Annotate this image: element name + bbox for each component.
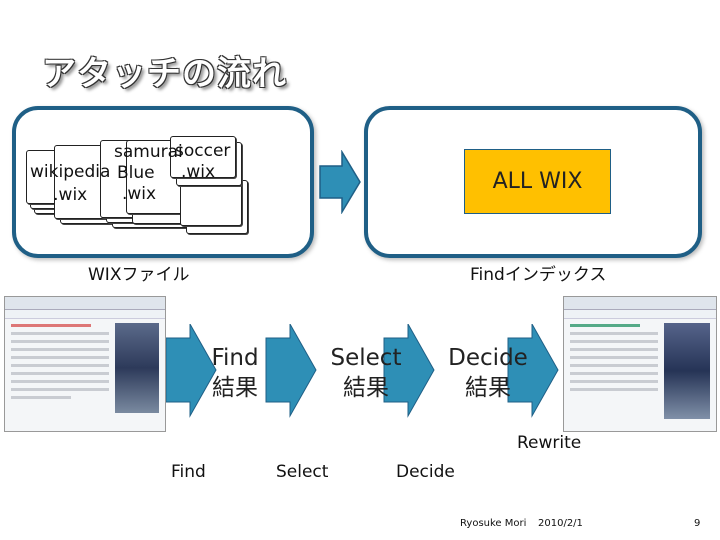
- caption-rewrite: Rewrite: [517, 433, 582, 453]
- stage-find: Find 結果: [200, 344, 270, 404]
- stage-chevron-1: [166, 324, 217, 418]
- stage-select-line2: 結果: [343, 374, 389, 401]
- caption-select: Select: [276, 462, 329, 482]
- stage-chevron-2: [265, 324, 317, 418]
- stage-decide: Decide 結果: [444, 344, 532, 404]
- footer-page-number: 9: [694, 518, 701, 529]
- stage-find-line1: Find: [211, 345, 259, 371]
- rewritten-page-screenshot: [563, 296, 717, 432]
- wix-files-caption: WIXファイル: [88, 265, 190, 285]
- stage-find-line2: 結果: [212, 374, 258, 401]
- doc-soccer: soccer .wix: [175, 143, 230, 181]
- slide-title: アタッチの流れ: [42, 54, 287, 94]
- footer-date: 2010/2/1: [538, 518, 583, 529]
- doc-samurai-line2: Blue: [117, 163, 155, 183]
- doc-wikipedia-line1: wikipedia: [30, 162, 111, 182]
- caption-find: Find: [171, 462, 206, 482]
- stage-select-line1: Select: [330, 345, 402, 371]
- stage-decide-line2: 結果: [465, 374, 511, 401]
- stage-decide-line1: Decide: [448, 345, 528, 371]
- doc-soccer-line2: .wix: [181, 162, 216, 182]
- stage-chevron-4: [507, 324, 559, 418]
- doc-samurai: samurai Blue .wix: [104, 144, 183, 203]
- all-wix-box: ALL WIX: [464, 149, 611, 214]
- caption-decide: Decide: [396, 462, 455, 482]
- doc-samurai-line3: .wix: [122, 184, 157, 204]
- doc-wikipedia: wikipedia .wix: [30, 164, 110, 204]
- right-arrow-icon: [319, 150, 361, 214]
- stage-flow: [166, 324, 559, 418]
- stage-select: Select 結果: [324, 344, 408, 404]
- footer-author: Ryosuke Mori: [460, 518, 527, 529]
- doc-soccer-line1: soccer: [175, 141, 231, 161]
- doc-samurai-line1: samurai: [114, 142, 183, 162]
- source-page-screenshot: [4, 296, 166, 432]
- stage-chevron-3: [383, 324, 435, 418]
- doc-wikipedia-line2: .wix: [53, 185, 88, 205]
- find-index-caption: Findインデックス: [470, 265, 607, 285]
